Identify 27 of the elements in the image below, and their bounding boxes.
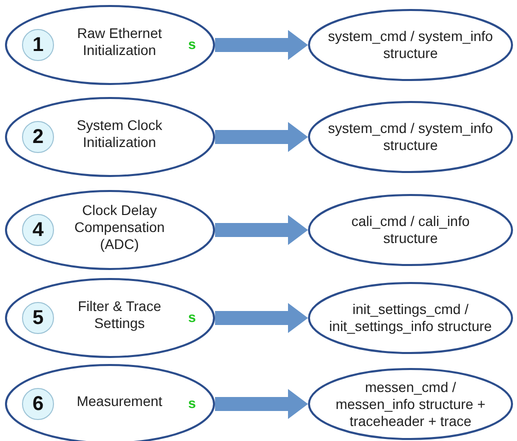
step-title: Filter & Trace Settings xyxy=(76,298,162,332)
structure-name: system_cmd / system_info structure xyxy=(327,120,494,154)
step-ellipse xyxy=(5,190,215,270)
structure-name: messen_cmd / messen_info structure + traceheader + trace xyxy=(334,378,486,430)
step-title: System Clock Initialization xyxy=(76,117,164,151)
step-title: Raw Ethernet Initialization xyxy=(76,25,163,59)
status-mark: s xyxy=(187,309,197,326)
block-arrow xyxy=(215,303,308,333)
block-arrow xyxy=(215,122,308,152)
structure-ellipse xyxy=(308,101,513,173)
structure-name: system_cmd / system_info structure xyxy=(327,28,494,62)
block-arrow xyxy=(215,215,308,245)
step-ellipse xyxy=(5,97,215,177)
structure-name: init_settings_cmd / init_settings_info structure xyxy=(328,301,493,335)
structure-ellipse xyxy=(308,282,513,354)
status-mark: s xyxy=(187,36,197,53)
step-title: Clock Delay Compensation (ADC) xyxy=(73,202,166,252)
block-arrow xyxy=(215,30,308,60)
status-mark: s xyxy=(187,395,197,412)
step-ellipse xyxy=(5,5,215,85)
structure-name: cali_cmd / cali_info structure xyxy=(350,213,471,247)
structure-ellipse xyxy=(308,9,513,81)
structure-ellipse xyxy=(308,194,513,266)
step-title: Measurement xyxy=(76,392,164,410)
structure-ellipse xyxy=(308,368,513,440)
step-ellipse xyxy=(5,278,215,358)
block-arrow xyxy=(215,389,308,419)
